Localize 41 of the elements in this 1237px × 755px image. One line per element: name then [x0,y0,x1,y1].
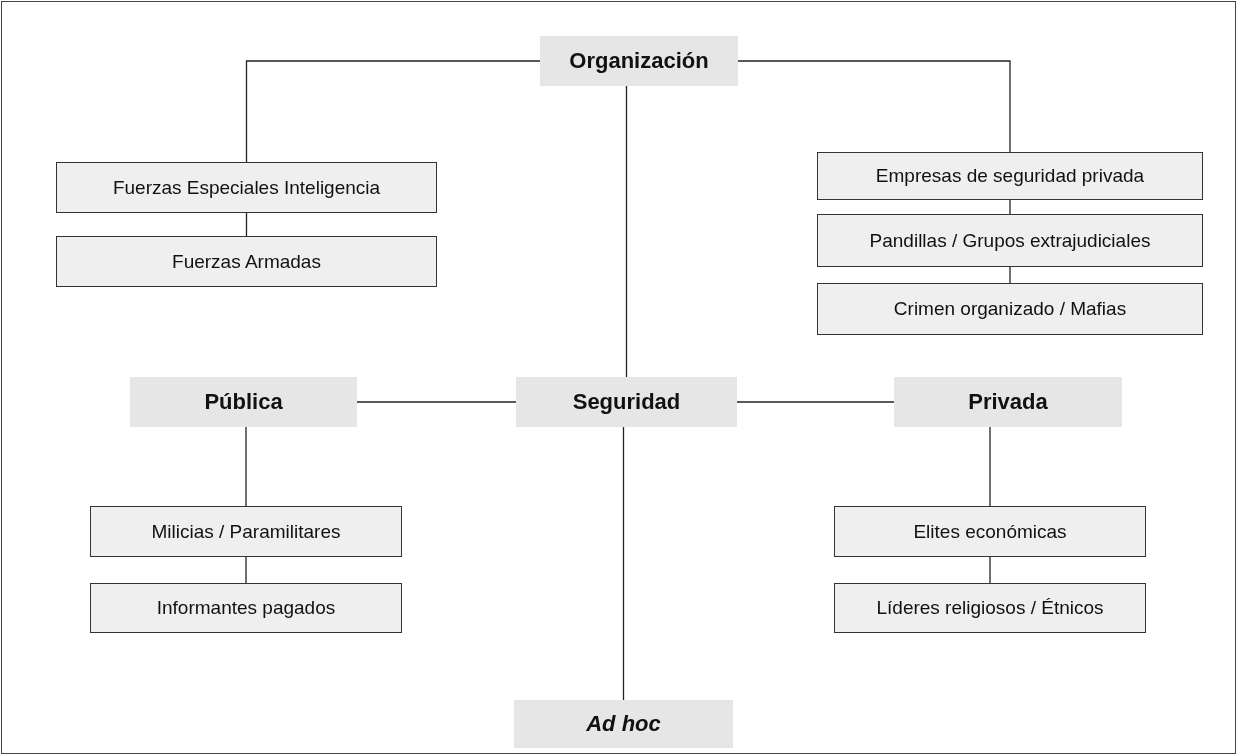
connector-line [989,556,991,584]
connector-line [1009,199,1011,215]
box-label: Empresas de seguridad privada [874,165,1146,187]
heading-box [540,36,738,86]
connector-line [625,85,628,378]
box-label: Líderes religiosos / Étnicos [875,597,1105,619]
connector-line [245,60,541,163]
box-label: Pandillas / Grupos extrajudiciales [868,229,1152,252]
category-box [56,162,437,213]
connector-line [737,60,1011,153]
connector-line [245,212,248,237]
box-label: Crimen organizado / Mafias [892,298,1128,320]
heading-box [514,700,733,748]
box-label: Organización [568,48,710,74]
connector-line [1009,266,1011,284]
box-label: Informantes pagados [155,597,337,619]
connector-line [245,426,247,507]
box-label: Milicias / Paramilitares [150,520,342,543]
connector-line [989,426,991,507]
category-box [817,152,1203,200]
connector-line [245,556,247,584]
heading-box [894,377,1122,427]
box-label: Fuerzas Armadas [171,250,322,273]
category-box [834,506,1146,557]
heading-box [516,377,737,427]
connector-line [356,401,517,403]
connector-line [622,426,625,701]
category-box [834,583,1146,633]
connector-line [736,401,895,403]
category-box [817,283,1203,335]
box-label: Ad hoc [585,711,662,737]
category-box [817,214,1203,267]
box-label: Fuerzas Especiales Inteligencia [111,176,382,199]
heading-box [130,377,357,427]
box-label: Elites económicas [912,520,1068,543]
box-label: Seguridad [571,389,682,415]
box-label: Privada [967,389,1049,415]
box-label: Pública [203,389,284,415]
category-box [90,583,402,633]
category-box [90,506,402,557]
category-box [56,236,437,287]
